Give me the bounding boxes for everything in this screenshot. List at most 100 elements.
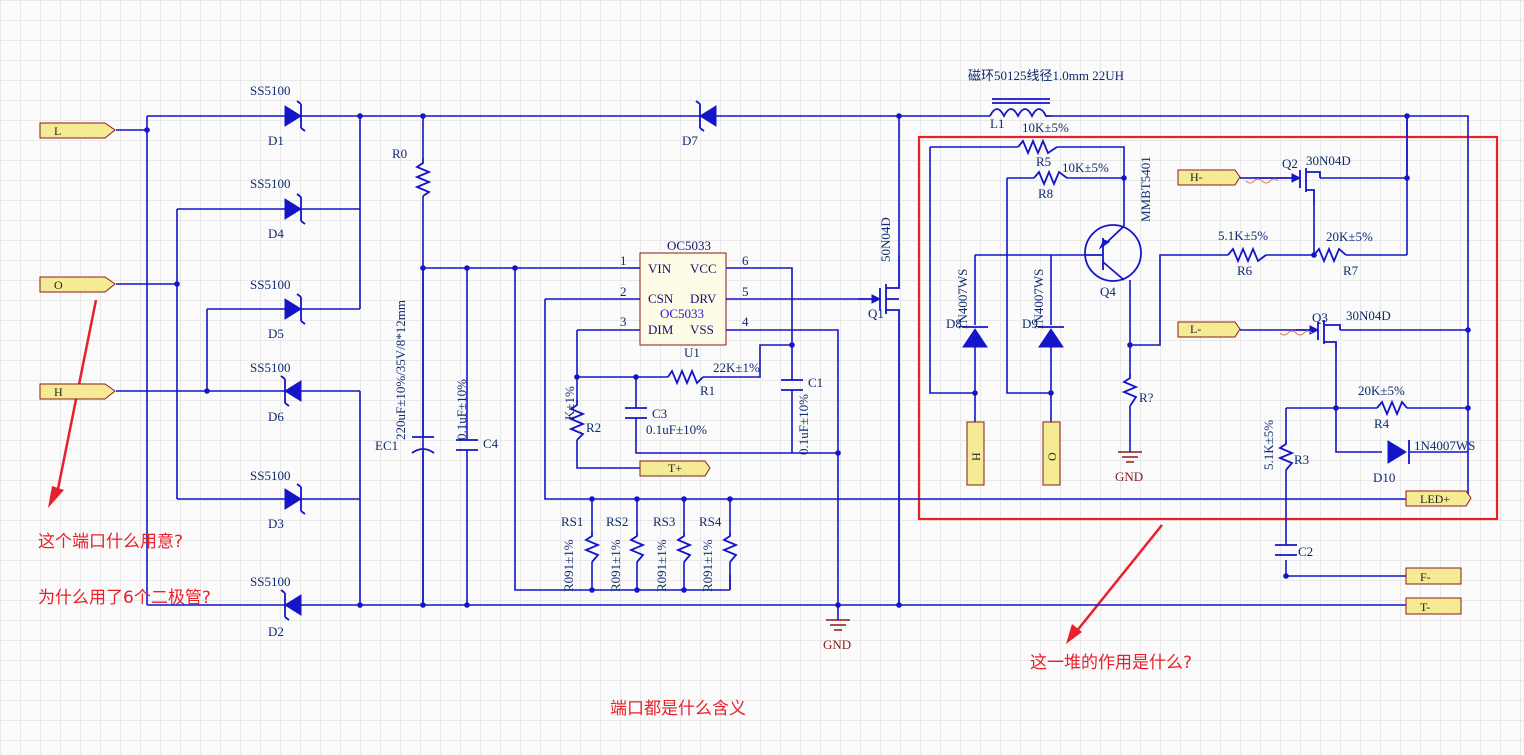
- port-Tplus: T+: [639, 460, 711, 477]
- resistor-R6: 5.1K±5% R6: [1218, 228, 1268, 278]
- diode-D7: D7: [682, 100, 717, 148]
- svg-text:磁环50125线径1.0mm 22UH: 磁环50125线径1.0mm 22UH: [968, 68, 1124, 83]
- svg-text:R1: R1: [700, 383, 715, 398]
- port-O: O: [39, 276, 116, 293]
- svg-text:H: H: [54, 385, 63, 399]
- main-rails: [360, 115, 1408, 606]
- svg-text:K±1%: K±1%: [562, 386, 577, 420]
- svg-text:RS3: RS3: [653, 514, 675, 529]
- annotation-question-port: 这个端口什么用意?: [38, 532, 183, 552]
- svg-text:RS1: RS1: [561, 514, 583, 529]
- resistor-R4: 20K±5% R4: [1358, 383, 1408, 431]
- svg-text:30N04D: 30N04D: [1346, 308, 1391, 323]
- svg-text:L-: L-: [1190, 322, 1201, 336]
- svg-text:50N04D: 50N04D: [878, 217, 893, 262]
- svg-text:R4: R4: [1374, 416, 1390, 431]
- svg-text:SS5100: SS5100: [250, 574, 290, 589]
- svg-text:R?: R?: [1139, 390, 1154, 405]
- svg-text:D2: D2: [268, 624, 284, 639]
- svg-text:R091±1%: R091±1%: [608, 539, 623, 592]
- svg-text:SS5100: SS5100: [250, 176, 290, 191]
- svg-text:C3: C3: [652, 406, 667, 421]
- svg-text:CSN: CSN: [648, 291, 674, 306]
- svg-text:D7: D7: [682, 133, 698, 148]
- svg-text:5.1K±5%: 5.1K±5%: [1218, 228, 1268, 243]
- svg-text:O: O: [54, 278, 63, 292]
- svg-text:D5: D5: [268, 326, 284, 341]
- svg-text:SS5100: SS5100: [250, 277, 290, 292]
- ground-symbol-2: GND: [1115, 451, 1143, 484]
- svg-text:1N4007WS: 1N4007WS: [1031, 269, 1046, 330]
- capacitor-C4: C4 0.1uF±10%: [454, 379, 499, 451]
- svg-text:Q3: Q3: [1312, 310, 1328, 325]
- svg-text:U1: U1: [684, 345, 700, 360]
- svg-text:22K±1%: 22K±1%: [713, 360, 760, 375]
- svg-text:4: 4: [742, 314, 749, 329]
- capacitor-C3: C3 0.1uF±10%: [625, 406, 707, 437]
- inductor-L1: 磁环50125线径1.0mm 22UH L1: [968, 68, 1124, 131]
- svg-text:Q1: Q1: [868, 306, 884, 321]
- svg-text:L: L: [54, 124, 61, 138]
- resistor-R2: R2 K±1%: [562, 386, 601, 441]
- diode-D5: SS5100 D5: [250, 277, 306, 341]
- svg-text:30N04D: 30N04D: [1306, 153, 1351, 168]
- svg-text:DIM: DIM: [648, 322, 674, 337]
- svg-text:R8: R8: [1038, 186, 1053, 201]
- transistor-Q4: Q4 MMBT5401: [1084, 156, 1153, 299]
- mosfet-Q2: Q2 30N04D: [1245, 153, 1351, 205]
- resistor-R3: R3 5.1K±5%: [1261, 420, 1309, 471]
- svg-text:R0: R0: [392, 146, 407, 161]
- capacitor-C1: C1 0.1uF±10%: [781, 375, 823, 455]
- diode-D3: SS5100 D3: [250, 468, 306, 531]
- svg-text:5.1K±5%: 5.1K±5%: [1261, 420, 1276, 470]
- svg-text:VCC: VCC: [690, 261, 717, 276]
- diode-D2: SS5100 D2: [250, 574, 302, 639]
- annotation-question-diodes: 为什么用了6个二极管?: [38, 588, 211, 608]
- diode-D8: D8 1N4007WS: [946, 269, 988, 348]
- svg-text:3: 3: [620, 314, 627, 329]
- annotation-arrow-right: [1066, 524, 1163, 644]
- mosfet-Q1: Q1 50N04D: [858, 217, 900, 605]
- svg-text:SS5100: SS5100: [250, 360, 290, 375]
- ic-wiring: [544, 267, 1406, 620]
- control-wiring: [929, 115, 1469, 577]
- resistor-R5: 10K±5% R5: [1017, 120, 1069, 169]
- annotation-arrow-left: [48, 299, 98, 508]
- resistor-R7: 20K±5% R7: [1313, 229, 1373, 278]
- svg-text:OC5033: OC5033: [667, 238, 711, 253]
- svg-text:R5: R5: [1036, 154, 1051, 169]
- resistor-RS1: RS1 R091±1%: [561, 514, 601, 592]
- svg-text:DRV: DRV: [690, 291, 717, 306]
- svg-text:0.1uF±10%: 0.1uF±10%: [796, 394, 811, 455]
- ground-symbol-1: GND: [823, 619, 851, 652]
- svg-text:VSS: VSS: [690, 322, 714, 337]
- svg-text:R3: R3: [1294, 452, 1309, 467]
- svg-text:6: 6: [742, 253, 749, 268]
- resistor-R0: R0: [392, 146, 432, 197]
- port-O-vertical: O: [1042, 421, 1061, 486]
- port-H: H: [39, 383, 116, 400]
- svg-text:1: 1: [620, 253, 627, 268]
- svg-text:F-: F-: [1420, 570, 1431, 584]
- port-L: L: [39, 122, 116, 139]
- svg-text:D9: D9: [1022, 316, 1038, 331]
- svg-text:T+: T+: [668, 461, 682, 475]
- svg-text:RS4: RS4: [699, 514, 722, 529]
- svg-text:D10: D10: [1373, 470, 1395, 485]
- svg-text:H-: H-: [1190, 170, 1203, 184]
- svg-text:5: 5: [742, 284, 749, 299]
- bridge-wiring: [116, 115, 361, 606]
- svg-text:1N4007WS: 1N4007WS: [955, 269, 970, 330]
- svg-text:MMBT5401: MMBT5401: [1138, 156, 1153, 222]
- svg-text:OC5033: OC5033: [660, 306, 704, 321]
- svg-text:D3: D3: [268, 516, 284, 531]
- mosfet-Q3: Q3 30N04D: [1279, 308, 1391, 350]
- svg-text:20K±5%: 20K±5%: [1326, 229, 1373, 244]
- svg-text:EC1: EC1: [375, 438, 398, 453]
- port-LEDplus: LED+: [1405, 490, 1472, 507]
- capacitor-C2: C2: [1275, 544, 1313, 559]
- svg-text:RS2: RS2: [606, 514, 628, 529]
- svg-text:O: O: [1045, 452, 1059, 461]
